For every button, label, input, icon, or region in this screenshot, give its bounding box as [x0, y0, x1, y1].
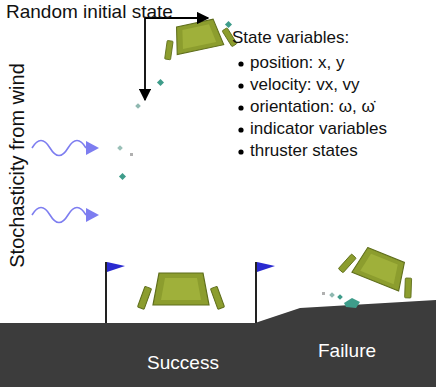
- list-item: indicator variables: [250, 119, 387, 139]
- bullet-dots: [238, 61, 243, 154]
- list-item: position: x, y: [250, 53, 345, 73]
- flags: [106, 262, 275, 323]
- list-heading: State variables:: [232, 28, 349, 48]
- axes-arrows: [145, 18, 208, 100]
- heading-label: Random initial state: [6, 1, 173, 23]
- outcome-label: Success: [147, 352, 219, 374]
- ground: [0, 300, 436, 387]
- list-item: orientation: ω, ω̇: [250, 97, 375, 117]
- outcome-label: Failure: [318, 340, 376, 362]
- list-item: velocity: vx, vy: [250, 75, 360, 95]
- exhaust-particles: [117, 21, 360, 308]
- wind-arrows: [32, 141, 99, 223]
- side-label: Stochasticity from wind: [6, 63, 29, 268]
- lander-initial: [159, 15, 238, 61]
- list-item: thruster states: [250, 141, 358, 161]
- lander-failure: [337, 240, 422, 300]
- lander-success: [137, 273, 224, 309]
